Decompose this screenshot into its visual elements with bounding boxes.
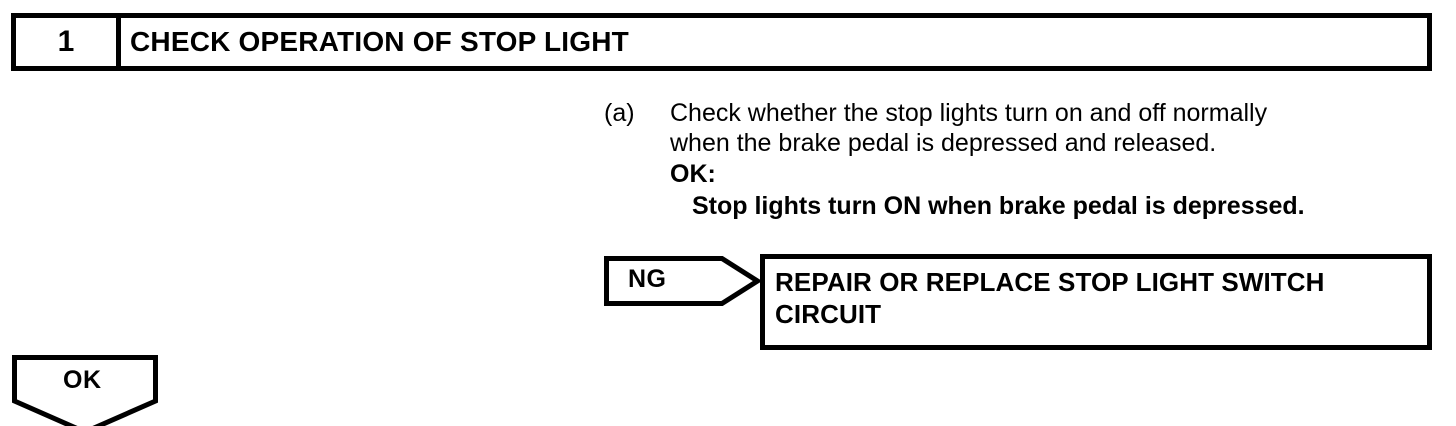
- step-title-cell: CHECK OPERATION OF STOP LIGHT: [121, 18, 1427, 66]
- ng-action-line-1: REPAIR OR REPLACE STOP LIGHT SWITCH: [775, 267, 1325, 297]
- ng-action-line-2: CIRCUIT: [775, 299, 882, 329]
- instruction-line-2: when the brake pedal is depressed and re…: [670, 129, 1217, 157]
- instruction-block: (a) Check whether the stop lights turn o…: [604, 98, 1444, 222]
- ok-branch-arrow: OK: [12, 355, 158, 426]
- step-number-cell: 1: [16, 18, 121, 66]
- step-header-bar: 1 CHECK OPERATION OF STOP LIGHT: [11, 13, 1432, 71]
- step-number: 1: [57, 25, 75, 58]
- instruction-line-1: Check whether the stop lights turn on an…: [670, 99, 1268, 127]
- instruction-row: (a) Check whether the stop lights turn o…: [604, 98, 1444, 222]
- ok-criteria-label: OK:: [670, 160, 716, 188]
- instruction-marker: (a): [604, 99, 635, 127]
- ng-branch-arrow: NG: [604, 256, 760, 306]
- ok-criteria-text: Stop lights turn ON when brake pedal is …: [692, 192, 1305, 220]
- ng-arrow-shape: [604, 256, 760, 306]
- ng-branch-label: NG: [628, 265, 667, 293]
- ok-branch-label: OK: [63, 366, 102, 394]
- ok-arrow-shape: [12, 355, 158, 426]
- step-title: CHECK OPERATION OF STOP LIGHT: [130, 26, 629, 57]
- instruction-body: Check whether the stop lights turn on an…: [670, 98, 1444, 222]
- ng-action-box: REPAIR OR REPLACE STOP LIGHT SWITCH CIRC…: [760, 254, 1432, 350]
